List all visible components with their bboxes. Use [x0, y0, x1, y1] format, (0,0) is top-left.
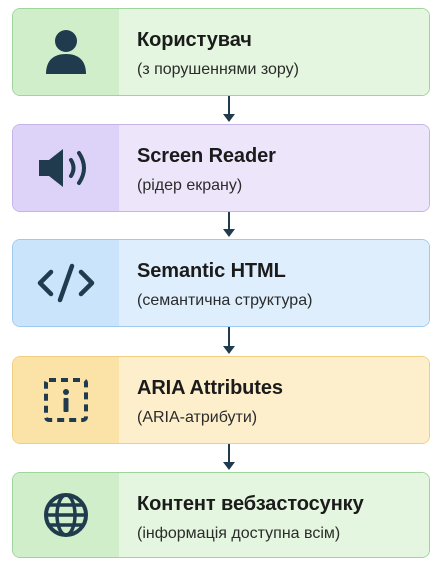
flow-step-web-content: Контент вебзастосунку (інформація доступ… [12, 472, 430, 558]
flow-step-text-pane: Screen Reader (рідер екрану) [119, 125, 429, 211]
flow-step-title: Semantic HTML [137, 260, 286, 282]
flow-step-subtitle: (рідер екрану) [137, 177, 243, 194]
arrow-down-icon [222, 96, 236, 124]
flow-step-text-pane: Контент вебзастосунку (інформація доступ… [119, 473, 429, 557]
code-icon [37, 263, 95, 303]
user-icon [44, 29, 88, 75]
flow-step-title: Контент вебзастосунку [137, 493, 364, 515]
flow-step-icon-pane [13, 125, 119, 211]
arrow-down-icon [222, 327, 236, 356]
globe-icon [42, 491, 90, 539]
info-dashed-icon [43, 377, 89, 423]
flow-step-icon-pane [13, 473, 119, 557]
flow-step-subtitle: (з порушеннями зору) [137, 61, 299, 78]
flow-step-subtitle: (ARIA-атрибути) [137, 409, 258, 426]
flow-step-title: Screen Reader [137, 145, 276, 167]
flow-step-aria-attributes: ARIA Attributes (ARIA-атрибути) [12, 356, 430, 444]
flow-step-semantic-html: Semantic HTML (семантична структура) [12, 239, 430, 327]
flow-step-title: ARIA Attributes [137, 377, 283, 399]
speaker-icon [37, 146, 95, 190]
flow-step-user: Користувач (з порушеннями зору) [12, 8, 430, 96]
flow-step-title: Користувач [137, 29, 252, 51]
flow-step-text-pane: ARIA Attributes (ARIA-атрибути) [119, 357, 429, 443]
flow-step-subtitle: (семантична структура) [137, 292, 313, 309]
flow-step-text-pane: Користувач (з порушеннями зору) [119, 9, 429, 95]
flow-step-icon-pane [13, 357, 119, 443]
arrow-down-icon [222, 212, 236, 239]
arrow-down-icon [222, 444, 236, 472]
flow-step-subtitle: (інформація доступна всім) [137, 525, 341, 542]
flow-step-icon-pane [13, 9, 119, 95]
flow-step-text-pane: Semantic HTML (семантична структура) [119, 240, 429, 326]
flow-step-icon-pane [13, 240, 119, 326]
flow-step-screen-reader: Screen Reader (рідер екрану) [12, 124, 430, 212]
